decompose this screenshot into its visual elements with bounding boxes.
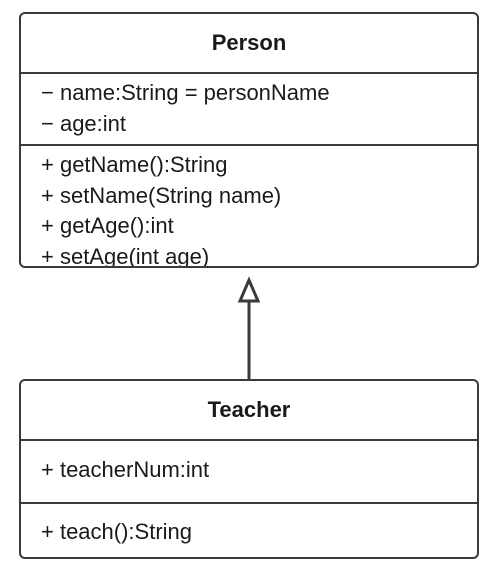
hollow-triangle-arrowhead-icon: [237, 276, 261, 303]
teacher-class-name: Teacher: [21, 381, 477, 441]
person-attribute-name: − name:String = personName: [41, 80, 330, 105]
person-method-getname: + getName():String: [41, 152, 228, 177]
teacher-method-teach: + teach():String: [41, 519, 193, 544]
person-class-name: Person: [21, 14, 477, 74]
person-methods-section: + getName():String + setName(String name…: [21, 144, 477, 268]
person-method-setname: + setName(String name): [41, 182, 282, 208]
teacher-attributes-section: + teacherNum:int: [21, 441, 477, 502]
person-method-getage: + getAge():int: [41, 213, 174, 238]
person-attribute-age: − age:int: [41, 110, 127, 136]
teacher-class-box[interactable]: Teacher + teacherNum:int + teach():Strin…: [19, 379, 479, 559]
teacher-methods-section: + teach():String: [21, 502, 477, 548]
person-attributes-section: − name:String = personName − age:int: [21, 74, 477, 144]
person-class-box[interactable]: Person − name:String = personName − age:…: [19, 12, 479, 268]
teacher-attribute-teachernum: + teacherNum:int: [41, 457, 210, 482]
person-method-setage: + setAge(int age): [41, 243, 210, 268]
